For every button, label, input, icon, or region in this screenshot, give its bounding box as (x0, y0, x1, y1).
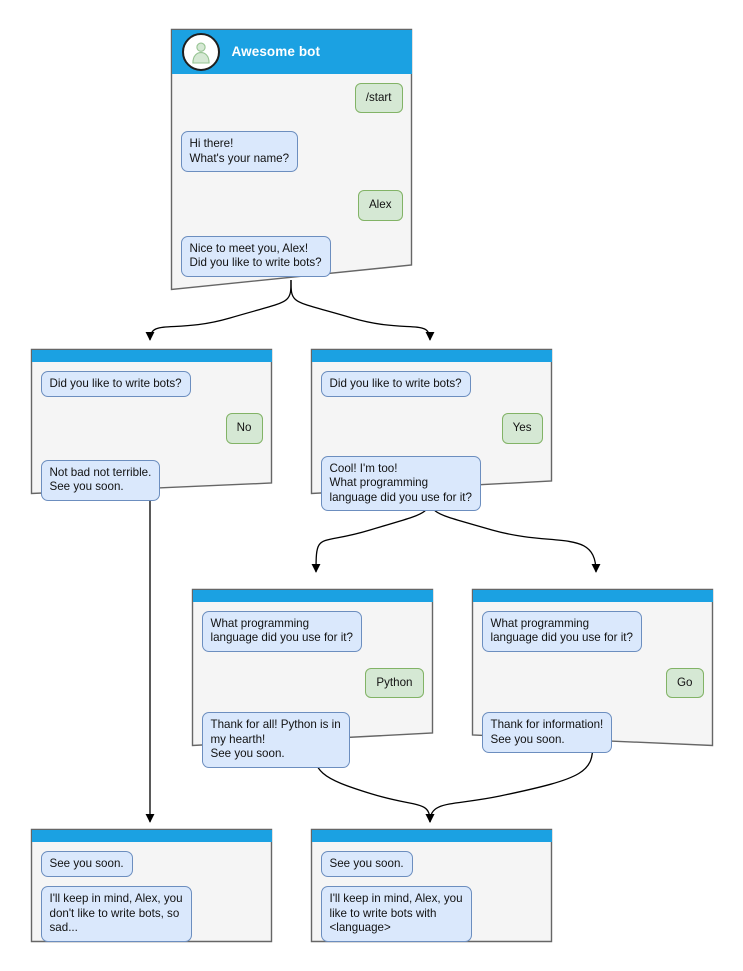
card-end-happy[interactable]: See you soon. I'll keep in mind, Alex, y… (310, 828, 553, 943)
bot-message-bubble: Cool! I'm too! What programming language… (320, 455, 481, 511)
bot-message-bubble: Not bad not terrible. See you soon. (40, 459, 161, 501)
message-row: What programming language did you use fo… (481, 610, 704, 652)
card-go-branch-titlebar (472, 589, 713, 602)
card-end-sad-titlebar (31, 829, 272, 842)
bot-message-bubble: Thank for information! See you soon. (481, 712, 613, 753)
message-row: Did you like to write bots? (320, 370, 543, 397)
user-message-bubble: Python (365, 667, 424, 698)
message-row: See you soon. (320, 850, 543, 877)
message-row: Thank for information! See you soon. (481, 712, 704, 753)
message-row: Hi there! What's your name? (180, 131, 403, 172)
card-yes-branch-chat: Did you like to write bots? Yes Cool! I'… (312, 362, 552, 511)
user-message-bubble: Alex (357, 190, 403, 221)
message-row: Cool! I'm too! What programming language… (320, 455, 543, 511)
user-message-bubble: Yes (501, 413, 543, 444)
message-row: Nice to meet you, Alex! Did you like to … (180, 235, 403, 277)
bot-message-bubble: Did you like to write bots? (40, 370, 191, 397)
message-row: Did you like to write bots? (40, 370, 263, 397)
card-no-branch-chat: Did you like to write bots? No Not bad n… (32, 362, 272, 501)
card-end-happy-titlebar (311, 829, 552, 842)
bot-message-bubble: Hi there! What's your name? (180, 131, 299, 172)
card-start[interactable]: Awesome bot /start Hi there! What's your… (170, 28, 413, 292)
message-row: Python (202, 667, 424, 698)
bot-name-label: Awesome bot (231, 44, 321, 59)
card-go-branch-chat: What programming language did you use fo… (473, 602, 713, 753)
card-start-titlebar: Awesome bot (171, 29, 412, 74)
user-message-bubble: Go (666, 667, 704, 698)
card-end-happy-chat: See you soon. I'll keep in mind, Alex, y… (312, 842, 552, 942)
card-no-branch[interactable]: Did you like to write bots? No Not bad n… (30, 348, 273, 501)
message-row: No (41, 413, 263, 444)
person-avatar-icon (181, 32, 220, 71)
card-yes-branch[interactable]: Did you like to write bots? Yes Cool! I'… (310, 348, 553, 511)
user-message-bubble: /start (354, 82, 403, 113)
message-row: I'll keep in mind, Alex, you like to wri… (320, 886, 543, 942)
card-yes-branch-titlebar (311, 349, 552, 362)
bot-message-bubble: Thank for all! Python is in my hearth! S… (201, 712, 350, 768)
user-message-bubble: No (225, 413, 263, 444)
message-row: /start (181, 82, 403, 113)
bot-message-bubble: Nice to meet you, Alex! Did you like to … (180, 235, 331, 277)
edge-go-to-end-happy (425, 741, 594, 823)
card-python-branch-titlebar (192, 589, 433, 602)
message-row: Alex (181, 190, 403, 221)
message-row: Thank for all! Python is in my hearth! S… (201, 712, 424, 768)
card-python-branch-chat: What programming language did you use fo… (193, 602, 433, 768)
message-row: Go (482, 667, 704, 698)
bot-message-bubble: I'll keep in mind, Alex, you don't like … (40, 886, 192, 942)
card-start-chat: /start Hi there! What's your name? Alex … (172, 74, 412, 277)
card-no-branch-titlebar (31, 349, 272, 362)
bot-message-bubble: I'll keep in mind, Alex, you like to wri… (320, 886, 472, 942)
message-row: Yes (321, 413, 543, 444)
card-end-sad-chat: See you soon. I'll keep in mind, Alex, y… (32, 842, 272, 942)
message-row: I'll keep in mind, Alex, you don't like … (40, 886, 263, 942)
message-row: See you soon. (40, 850, 263, 877)
card-end-sad[interactable]: See you soon. I'll keep in mind, Alex, y… (30, 828, 273, 943)
message-row: Not bad not terrible. See you soon. (40, 459, 263, 501)
card-go-branch[interactable]: What programming language did you use fo… (471, 588, 714, 753)
bot-message-bubble: What programming language did you use fo… (481, 610, 642, 652)
bot-message-bubble: See you soon. (40, 850, 133, 877)
card-python-branch[interactable]: What programming language did you use fo… (191, 588, 434, 768)
bot-message-bubble: See you soon. (320, 850, 413, 877)
bot-message-bubble: Did you like to write bots? (320, 370, 471, 397)
bot-message-bubble: What programming language did you use fo… (201, 610, 362, 652)
message-row: What programming language did you use fo… (201, 610, 424, 652)
